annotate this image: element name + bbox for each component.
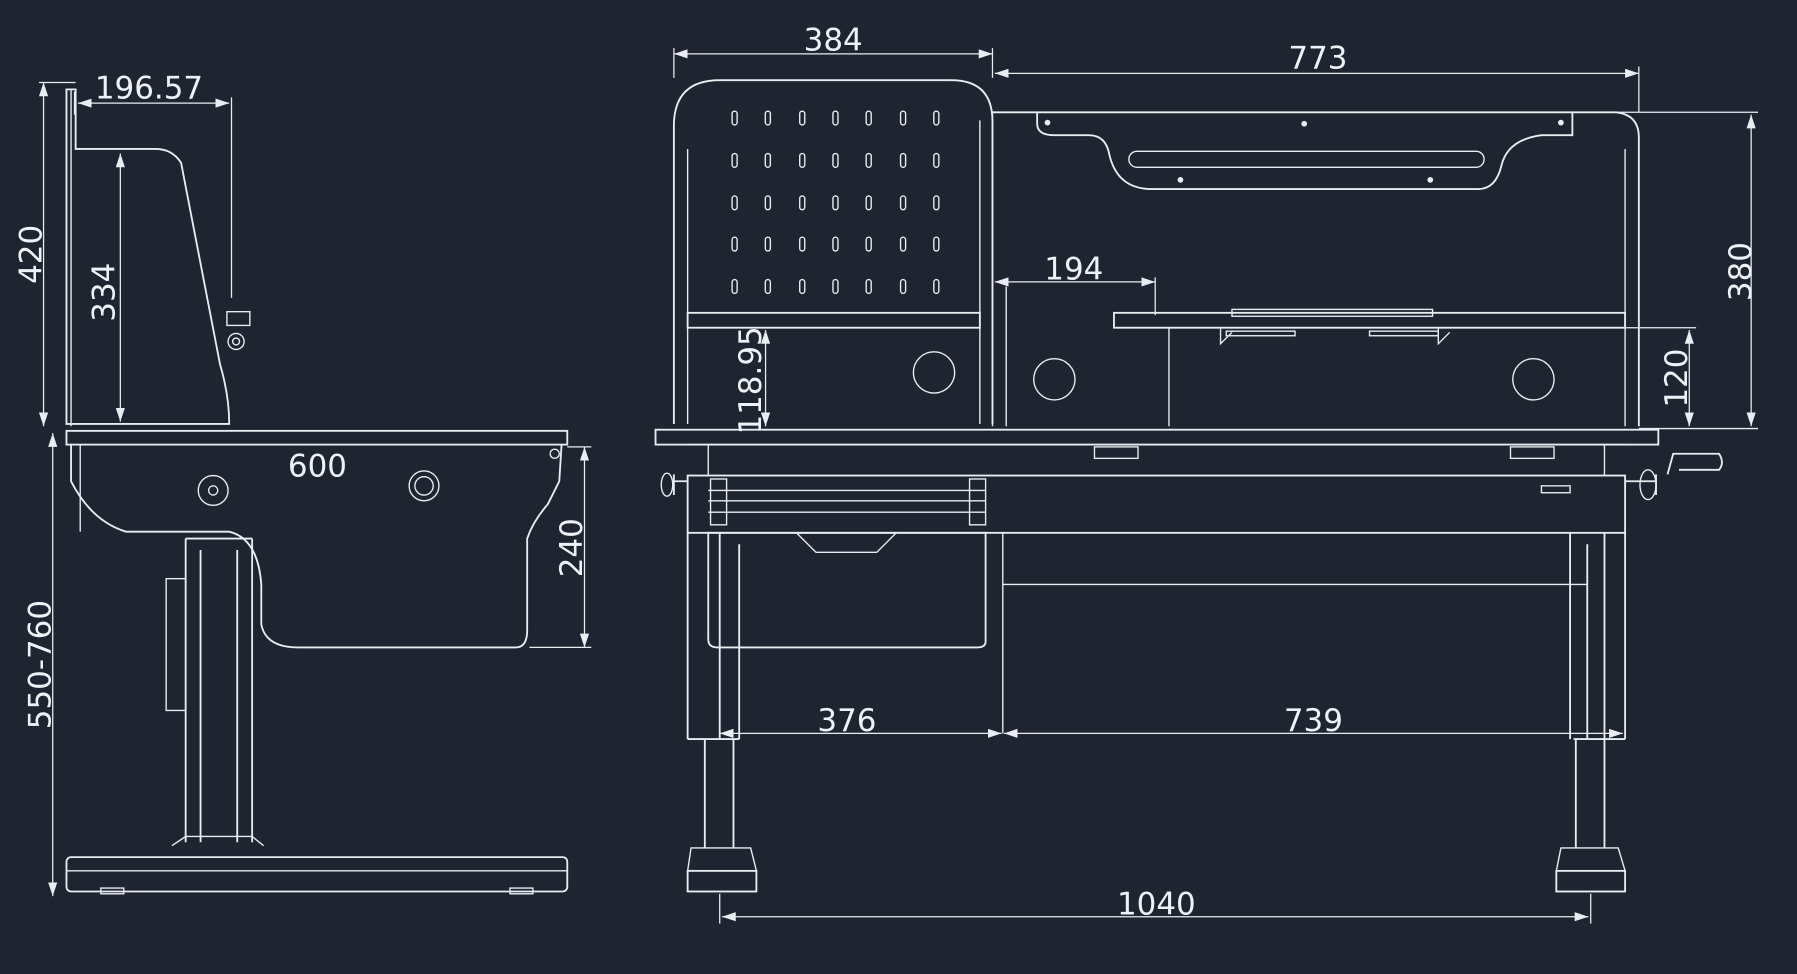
pegboard-slot xyxy=(865,236,872,252)
pegboard-slot xyxy=(731,152,738,168)
front-view xyxy=(654,48,1759,924)
pegboard-slot xyxy=(865,152,872,168)
dim-196-57: 196.57 xyxy=(95,71,203,107)
pegboard-slot xyxy=(731,278,738,295)
dim-120: 120 xyxy=(1659,349,1695,408)
side-drawer xyxy=(70,444,563,649)
pegboard-slot xyxy=(933,278,940,295)
pegboard-slot xyxy=(832,195,839,211)
pegboard-slot xyxy=(731,236,738,252)
pegboard-slot xyxy=(832,110,839,126)
pegboard-slot xyxy=(764,236,772,252)
pegboard-holes xyxy=(731,110,940,295)
pegboard-slot xyxy=(933,152,940,168)
pegboard-slot xyxy=(799,110,806,126)
dim-384: 384 xyxy=(804,22,863,58)
crank-left xyxy=(672,474,688,496)
pegboard-slot xyxy=(899,195,907,211)
pegboard-slot xyxy=(731,110,738,126)
side-back-panel xyxy=(65,88,231,425)
dim-550-760: 550-760 xyxy=(22,600,58,729)
front-leg-left xyxy=(686,532,741,848)
dim-240: 240 xyxy=(554,518,590,577)
pegboard-slot xyxy=(865,278,872,295)
pegboard-slot xyxy=(865,110,872,126)
pegboard-slot xyxy=(933,110,940,126)
pegboard-slot xyxy=(799,236,806,252)
pegboard-slot xyxy=(899,110,907,126)
monitor-bracket xyxy=(1036,112,1574,190)
pegboard-slot xyxy=(865,195,872,211)
pegboard-slot xyxy=(799,152,806,168)
pegboard-slot xyxy=(764,195,772,211)
pegboard-slot xyxy=(933,195,940,211)
side-base xyxy=(65,856,569,893)
side-view xyxy=(38,81,592,897)
pegboard-slot xyxy=(899,152,907,168)
dim-380: 380 xyxy=(1723,242,1759,301)
pegboard-slot xyxy=(933,236,940,252)
pegboard-hutch xyxy=(672,79,994,424)
pegboard-slot xyxy=(764,110,772,126)
pegboard-slot xyxy=(832,152,839,168)
pegboard-slot xyxy=(764,278,772,295)
dim-376: 376 xyxy=(817,703,876,739)
dim-739: 739 xyxy=(1284,703,1343,739)
front-desktop xyxy=(654,428,1660,446)
pegboard-slot xyxy=(731,195,738,211)
pegboard-slot xyxy=(799,195,806,211)
dim-1040: 1040 xyxy=(1117,886,1196,922)
side-desktop xyxy=(65,429,569,446)
side-column xyxy=(184,537,254,843)
dim-118-95: 118.95 xyxy=(733,326,769,434)
dim-773: 773 xyxy=(1288,41,1347,77)
pegboard-slot xyxy=(799,278,806,295)
dim-194: 194 xyxy=(1044,252,1103,288)
dim-600: 600 xyxy=(288,449,347,485)
pegboard-slot xyxy=(832,278,839,295)
pegboard-slot xyxy=(899,278,907,295)
dim-420: 420 xyxy=(13,225,49,284)
front-drawer xyxy=(707,531,987,649)
pegboard-slot xyxy=(764,152,772,168)
dim-334: 334 xyxy=(87,263,123,322)
front-leg-right xyxy=(1569,532,1627,848)
pegboard-slot xyxy=(899,236,907,252)
pegboard-slot xyxy=(832,236,839,252)
shelf xyxy=(1113,311,1627,329)
